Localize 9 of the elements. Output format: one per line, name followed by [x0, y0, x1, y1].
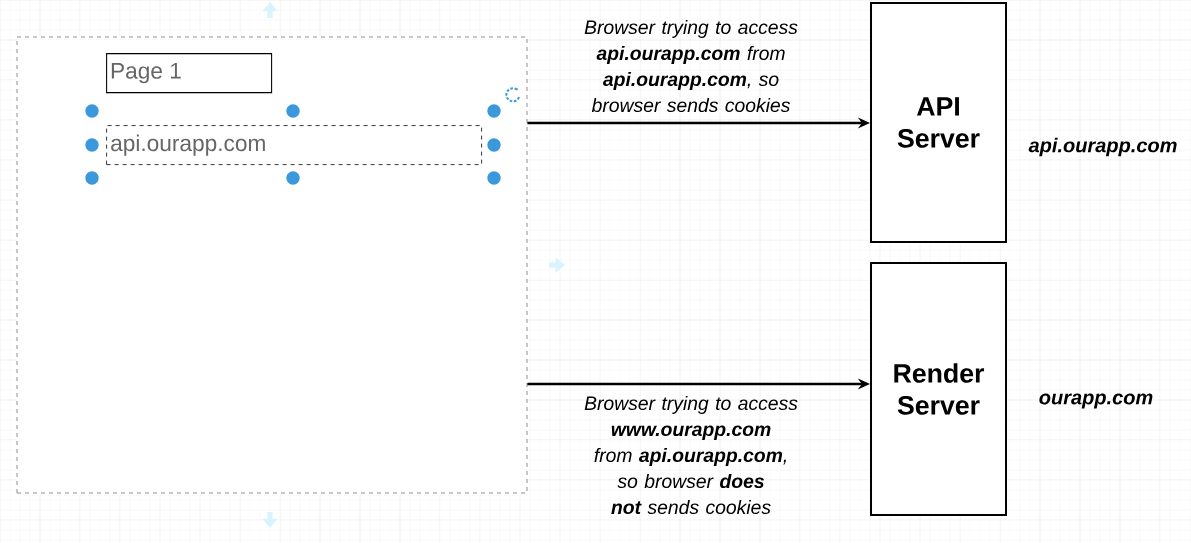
- address-bar: api.ourapp.com: [106, 125, 482, 165]
- edge-label: Browser trying to access api.ourapp.com from api.ourapp.com, so browser sends cookies: [584, 19, 798, 113]
- domain-label: ourapp.com: [1039, 393, 1153, 409]
- server-box: API Server: [870, 2, 1007, 243]
- browser-window: [16, 36, 528, 494]
- page-tab: Page 1: [106, 53, 273, 94]
- edge-label: Browser trying to access www.ourapp.com from api.ourapp.com, so browser does not sends cookies: [584, 395, 798, 515]
- domain-label: api.ourapp.com: [1028, 137, 1177, 157]
- server-box: Render Server: [870, 262, 1007, 516]
